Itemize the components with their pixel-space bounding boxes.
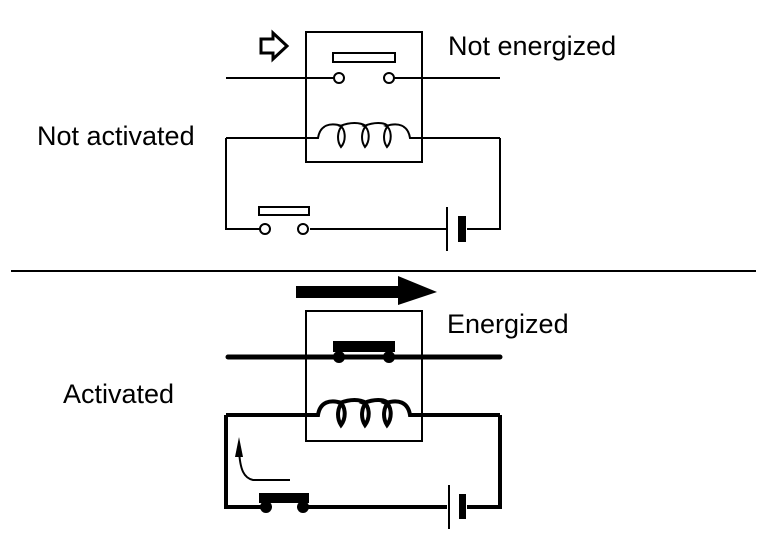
current-flow-arrowhead [235,437,243,457]
not-energized-label: Not energized [448,31,617,61]
relay-contact-left [333,72,345,84]
battery-wire-right [467,415,502,509]
relay-coil [226,398,500,429]
relay-contact-right [383,72,395,84]
control-circuit-wire [224,415,265,509]
battery-wire-right [467,138,501,230]
relay-housing [305,310,423,442]
relay-contact-left [333,351,345,363]
relay-contact-right [383,351,395,363]
energized-label: Energized [447,309,569,339]
activated-label: Activated [63,379,175,409]
switch-contact-right [297,223,309,235]
switch-button-bar-closed [259,493,309,503]
switch-contact-left [259,223,271,235]
relay-contact-bar-closed [333,341,395,352]
relay-contact-bar [332,52,396,63]
outline-arrow-icon [259,29,290,63]
switch-button-bar [258,206,310,216]
relay-coil [226,122,500,149]
battery-short-plate [458,216,466,242]
switch-contact-right [297,501,309,513]
control-circuit-wire [225,138,260,230]
not-activated-label: Not activated [37,121,195,151]
switch-contact-left [260,501,272,513]
relay-housing [305,31,423,163]
solid-arrow-icon [296,276,437,305]
battery-short-plate [459,494,466,519]
top-panel [225,29,501,251]
current-flow-arrow-icon [238,449,290,481]
bottom-panel [224,276,503,529]
